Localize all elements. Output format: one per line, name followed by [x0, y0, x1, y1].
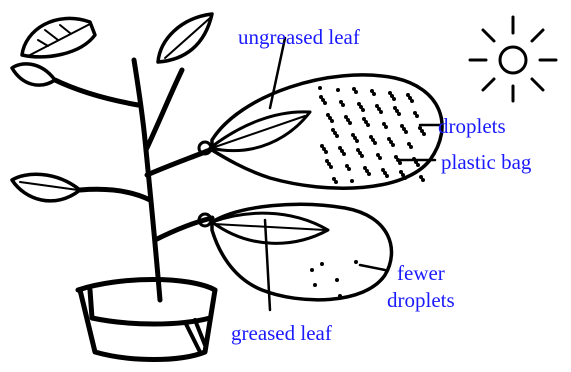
droplet-icon: [336, 88, 340, 92]
droplet-icon: [351, 133, 355, 137]
droplet-icon: [418, 126, 422, 130]
droplet-icon: [313, 283, 317, 287]
droplet-icon: [419, 175, 423, 179]
droplet-icon: [376, 153, 380, 157]
droplet-icon: [362, 117, 366, 121]
droplet-icon: [352, 87, 356, 91]
label-droplets: droplets: [438, 116, 506, 137]
label-fewer-droplets-line2: droplets: [387, 290, 455, 311]
plant-stem: [55, 60, 212, 300]
droplets-upper: [318, 86, 426, 184]
droplet-icon: [325, 159, 329, 163]
droplet-icon: [413, 111, 417, 115]
droplet-icon: [345, 164, 349, 168]
droplet-icon: [400, 124, 404, 128]
droplet-icon: [338, 146, 342, 150]
droplet-icon: [393, 106, 397, 110]
droplet-icon: [339, 100, 343, 104]
plant-leaves: [12, 14, 212, 201]
droplet-icon: [319, 95, 323, 99]
droplet-icon: [326, 113, 330, 117]
label-ungreased-leaf: ungreased leaf: [238, 27, 360, 48]
droplet-icon: [356, 148, 360, 152]
label-plastic-bag: plastic bag: [441, 152, 531, 173]
droplet-icon: [388, 91, 392, 95]
droplet-icon: [406, 93, 410, 97]
droplet-icon: [382, 122, 386, 126]
droplet-icon: [344, 115, 348, 119]
droplet-icon: [331, 128, 335, 132]
label-greased-leaf: greased leaf: [231, 323, 332, 344]
plastic-bag-lower: [199, 204, 392, 300]
droplet-icon: [369, 135, 373, 139]
droplet-icon: [357, 102, 361, 106]
droplet-icon: [399, 170, 403, 174]
droplet-icon: [387, 137, 391, 141]
droplet-icon: [375, 104, 379, 108]
plant-pot: [78, 280, 215, 360]
droplet-icon: [394, 155, 398, 159]
droplets-lower: [310, 260, 358, 298]
droplet-icon: [354, 260, 358, 264]
droplet-icon: [310, 268, 314, 272]
droplet-icon: [320, 144, 324, 148]
droplet-icon: [318, 86, 322, 90]
droplet-icon: [320, 262, 324, 266]
droplet-icon: [363, 166, 367, 170]
droplet-icon: [338, 294, 342, 298]
droplet-icon: [335, 278, 339, 282]
droplet-icon: [407, 142, 411, 146]
droplet-icon: [412, 157, 416, 161]
droplet-icon: [370, 89, 374, 93]
droplet-icon: [381, 168, 385, 172]
droplet-icon: [332, 177, 336, 181]
droplet-icon: [350, 179, 354, 183]
sun-icon: [470, 17, 556, 101]
label-fewer-droplets-line1: fewer: [397, 263, 445, 284]
